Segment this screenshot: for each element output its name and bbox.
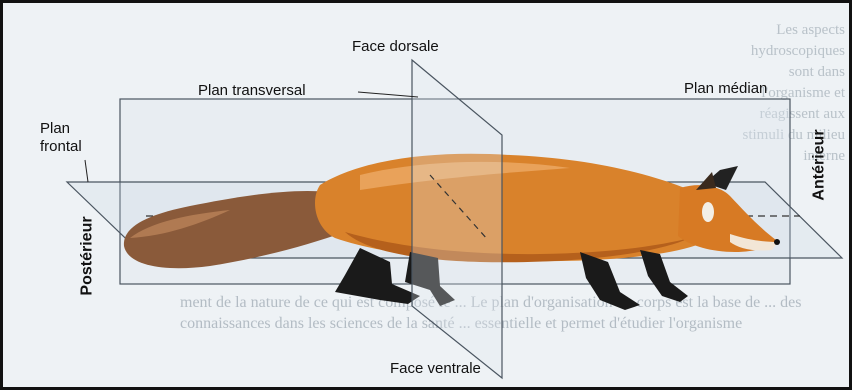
anterieur-label: Antérieur (811, 129, 829, 200)
plan-frontal-label-line1: Plan (40, 120, 70, 137)
face-ventrale-label: Face ventrale (390, 360, 481, 377)
plan-frontal-label-line2: frontal (40, 138, 82, 155)
plan-transversal-label: Plan transversal (198, 82, 306, 99)
face-dorsale-label: Face dorsale (352, 38, 439, 55)
posterieur-label: Postérieur (79, 216, 97, 295)
leader-plan-frontal (85, 160, 88, 182)
plan-median-label: Plan médian (684, 80, 767, 97)
leader-plan-transversal (358, 92, 418, 97)
